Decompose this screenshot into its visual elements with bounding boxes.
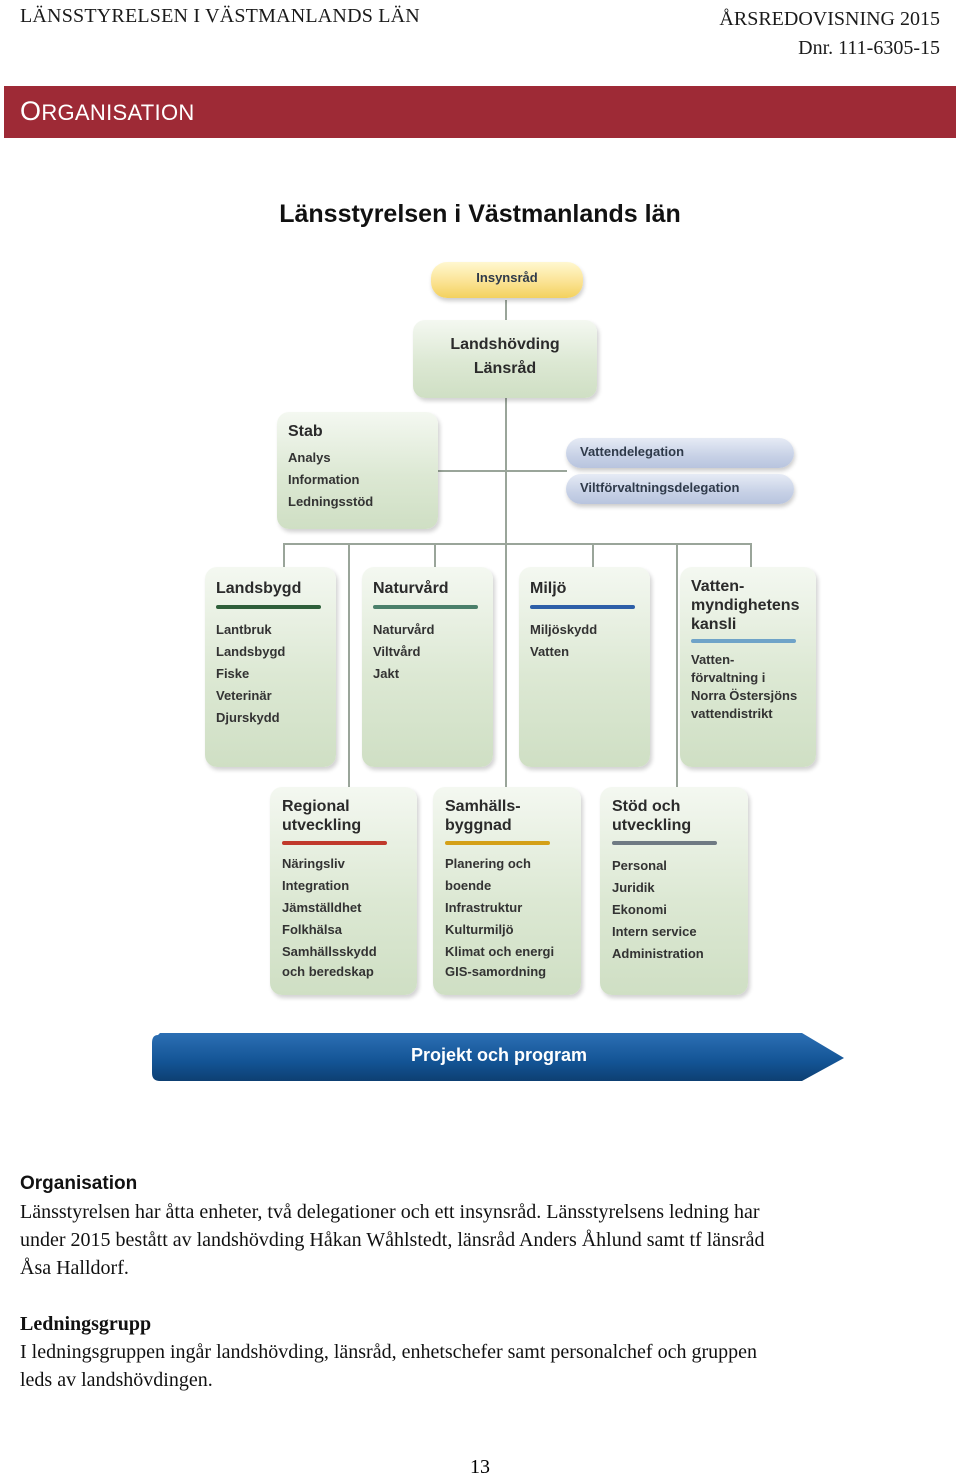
unit-naturvard: Naturvård Naturvård Viltvård Jakt [362, 567, 493, 767]
running-header-right: ÅRSREDOVISNING 2015 Dnr. 111-6305-15 [719, 5, 940, 63]
ledningsgrupp-heading: Ledningsgrupp [20, 1313, 152, 1335]
ledningsgrupp-line-2: leds av landshövdingen. [20, 1369, 213, 1391]
ledningsgrupp-line-1: I ledningsgruppen ingår landshövding, lä… [20, 1341, 757, 1363]
unit-miljo: Miljö Miljöskydd Vatten [519, 567, 650, 767]
report-title: ÅRSREDOVISNING 2015 [719, 8, 940, 30]
insynsrad-box: Insynsråd [431, 262, 583, 298]
section-title: ORGANISATION [20, 96, 195, 126]
projects-label: Projekt och program [410, 1045, 588, 1065]
section-banner: ORGANISATION [4, 86, 956, 138]
org-chart-title: Länsstyrelsen i Västmanlands län [279, 200, 681, 228]
unit-regional-utveckling: Regional utveckling Näringsliv Integrati… [270, 787, 417, 995]
unit-samhallsbyggnad: Samhälls- byggnad Planering och boende I… [433, 787, 581, 995]
page-number: 13 [470, 1456, 490, 1478]
org-chart: Insynsråd Landshövding Länsråd Stab Anal… [152, 262, 844, 1081]
vattendelegation-box: Vattendelegation [566, 438, 794, 468]
unit-vattenmyndighetens-kansli: Vatten- myndighetens kansli Vatten- förv… [680, 567, 816, 767]
ledningsgrupp-block: Ledningsgrupp I ledningsgruppen ingår la… [20, 1310, 940, 1394]
unit-stod-och-utveckling: Stöd och utveckling Personal Juridik Eko… [600, 787, 748, 995]
caption-block: Organisation Länsstyrelsen har åtta enhe… [20, 1170, 940, 1282]
unit-landsbygd: Landsbygd Lantbruk Landsbygd Fiske Veter… [205, 567, 336, 767]
caption-line-1: Länsstyrelsen har åtta enheter, två dele… [20, 1201, 760, 1223]
caption-line-2: under 2015 bestått av landshövding Håkan… [20, 1229, 765, 1251]
projects-arrow [152, 1033, 844, 1081]
leadership-box: Landshövding Länsråd [413, 320, 597, 398]
caption-line-3: Åsa Halldorf. [20, 1257, 129, 1279]
stab-box: Stab Analys Information Ledningsstöd [277, 412, 438, 529]
running-header-left: LÄNSSTYRELSEN I VÄSTMANLANDS LÄN [20, 5, 420, 27]
document-number: Dnr. 111-6305-15 [798, 37, 940, 59]
caption-heading: Organisation [20, 1173, 138, 1194]
viltforvaltningsdelegation-box: Viltförvaltningsdelegation [566, 474, 794, 504]
